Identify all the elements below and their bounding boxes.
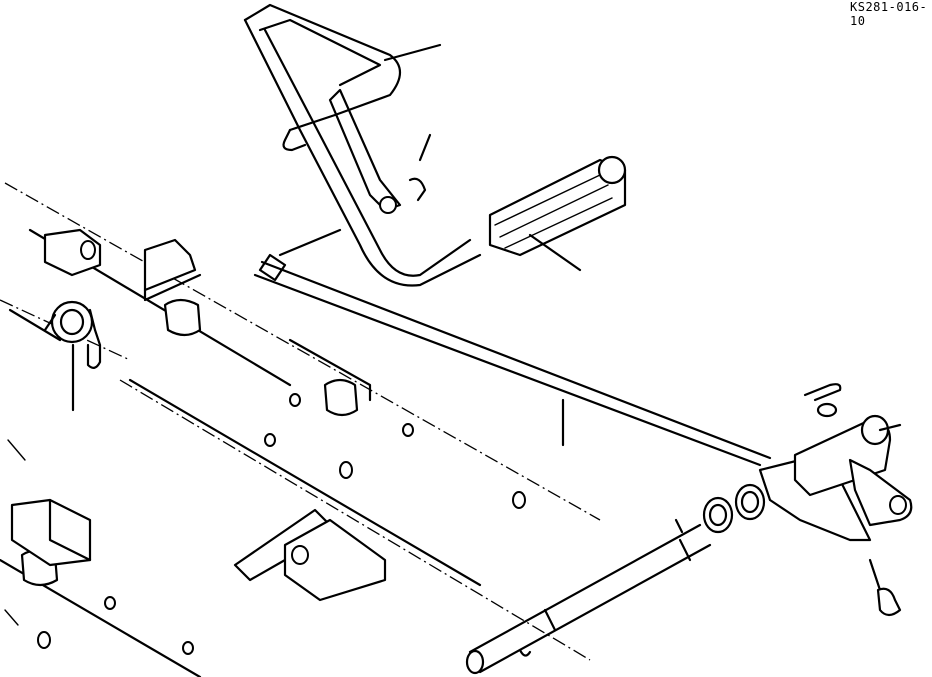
drawing-reference-code: KS281-016-10: [850, 0, 928, 28]
clevis-pin: [868, 558, 902, 617]
pivot-shaft: [465, 518, 712, 675]
pedal-arm: [243, 3, 482, 287]
lower-bracket: [233, 508, 387, 602]
spring-bracket: [43, 228, 202, 302]
frame-holes: [37, 393, 526, 655]
washers: [702, 483, 766, 534]
connecting-rod: [253, 228, 772, 467]
pivot-lever: [758, 414, 913, 542]
return-spring: [43, 300, 102, 412]
rubber-stops: [10, 298, 359, 587]
pedal-pad: [488, 155, 627, 272]
cotter-pin-upper: [803, 383, 842, 418]
